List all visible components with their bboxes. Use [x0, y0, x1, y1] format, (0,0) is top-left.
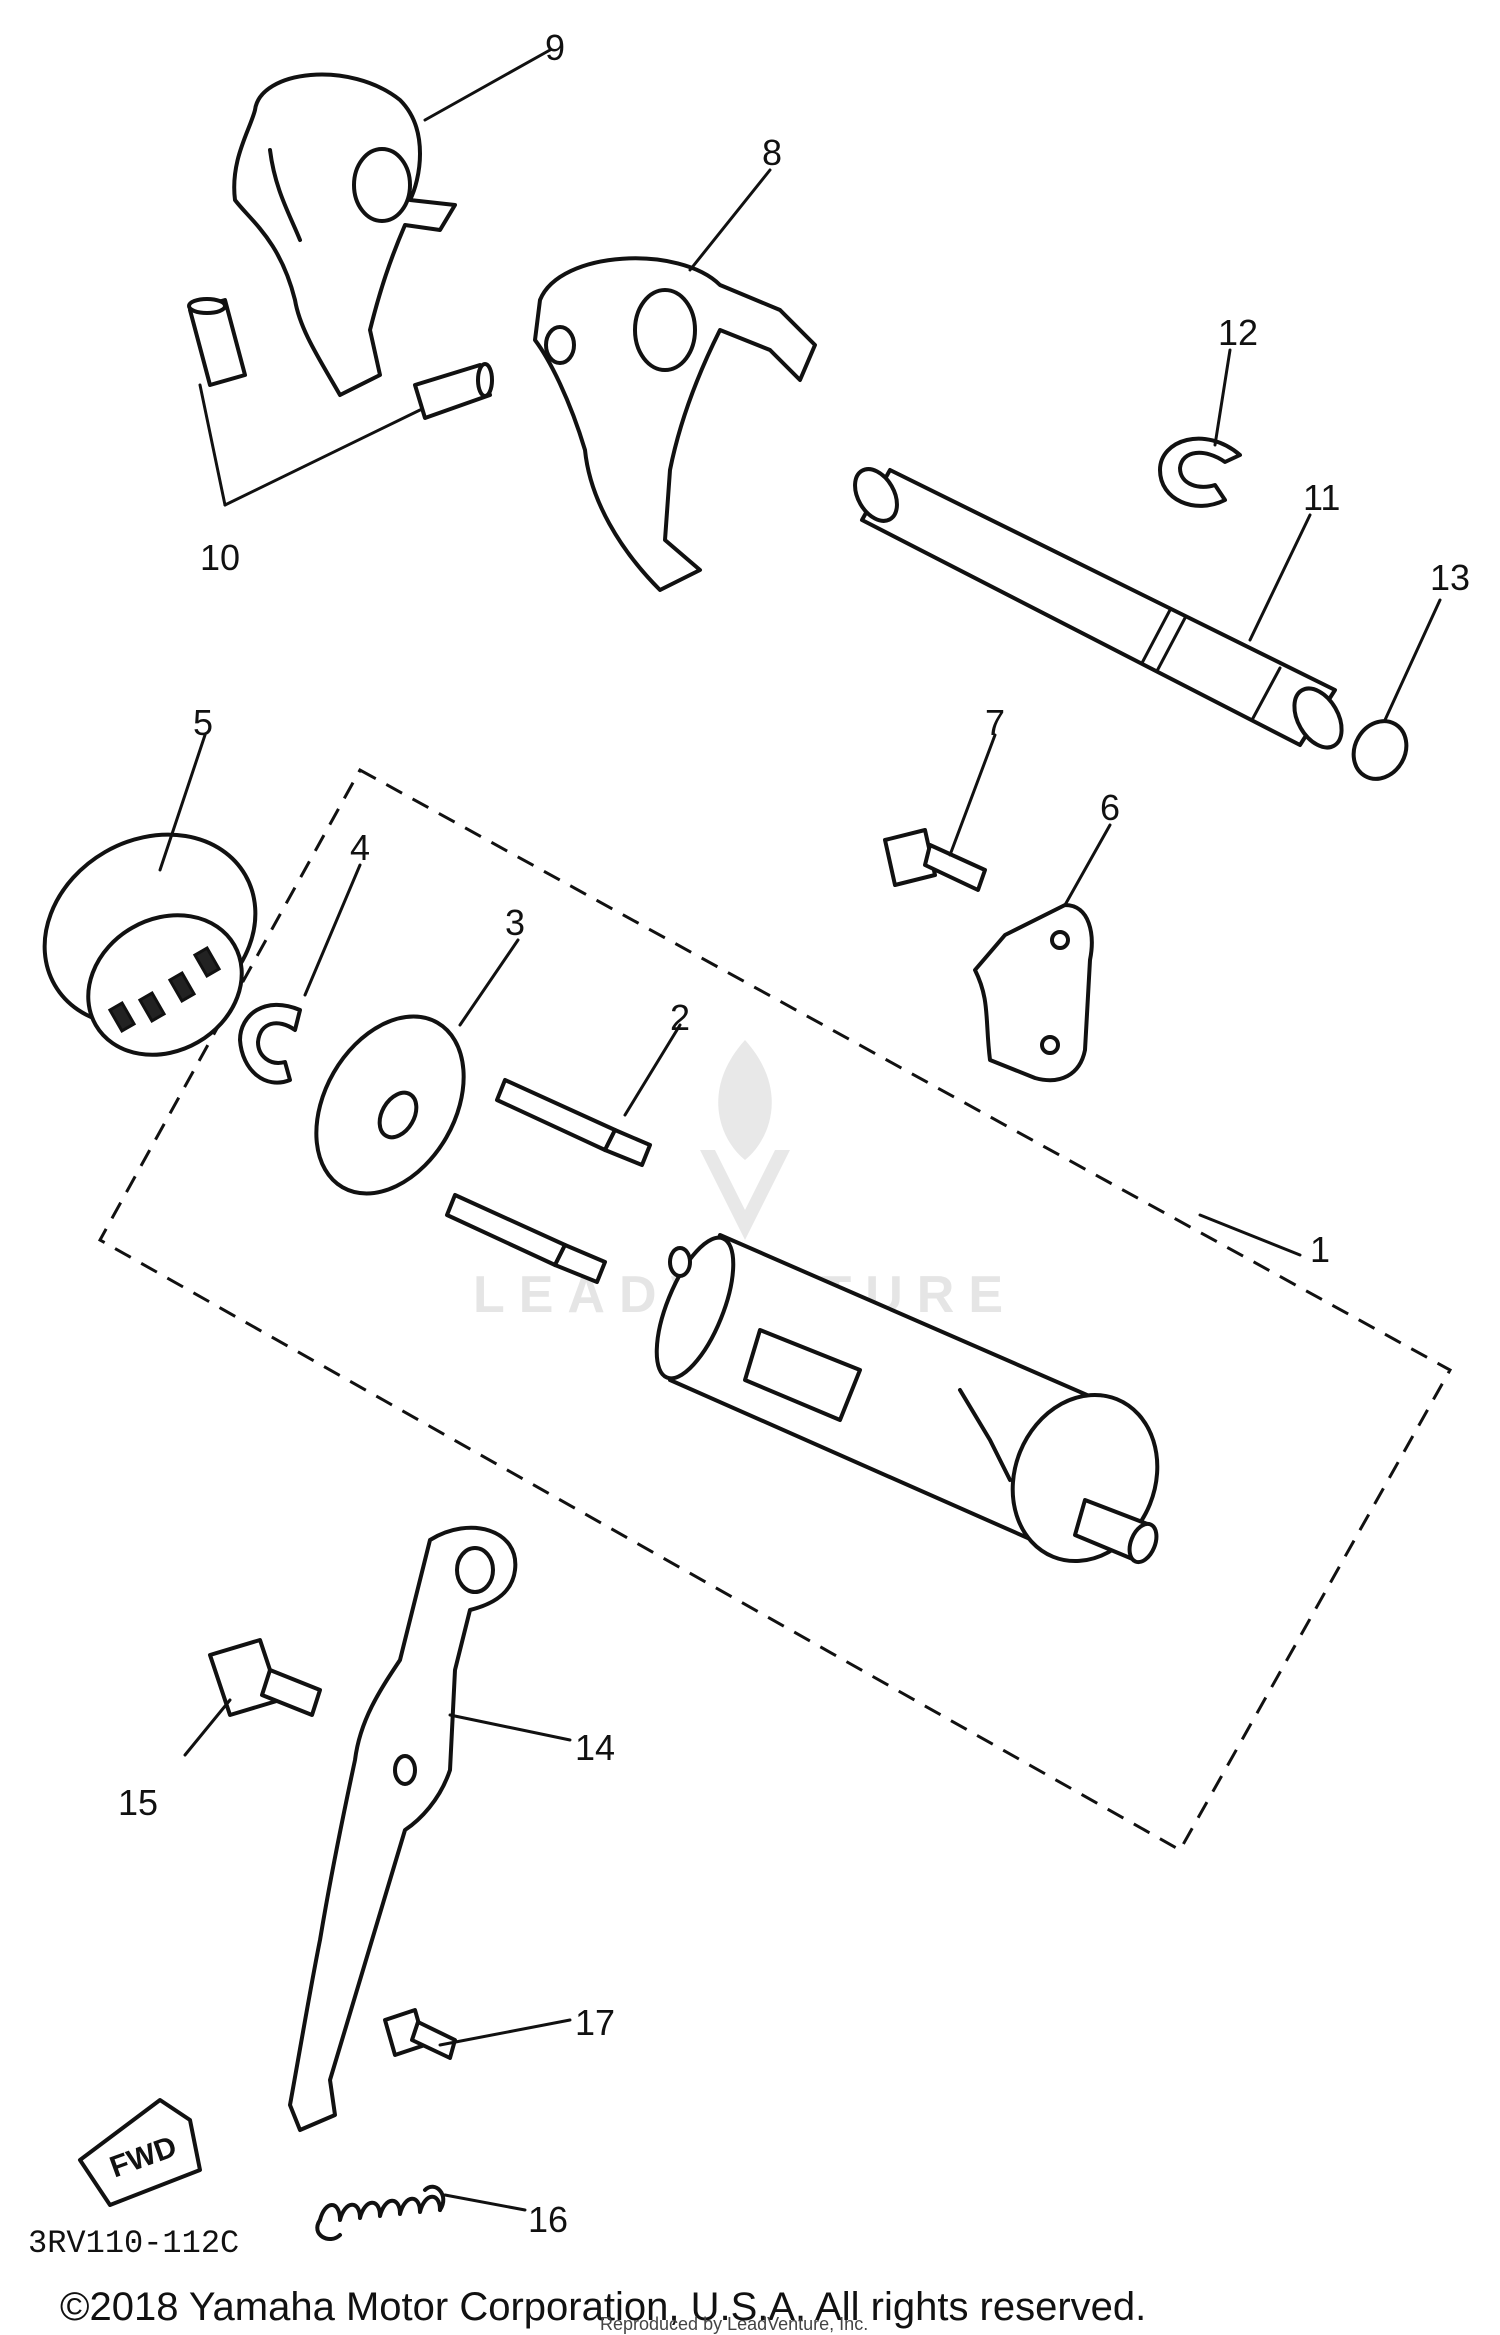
guide-pin-10a [187, 297, 247, 387]
circlip-12 [1158, 436, 1242, 508]
dowel-pin-2a [495, 1078, 652, 1167]
callout-9: 9 [545, 27, 565, 68]
shift-fork-8 [533, 256, 817, 592]
callout-4: 4 [350, 827, 370, 868]
bolt-15 [208, 1638, 322, 1717]
shift-drum-1 [654, 1233, 1160, 1565]
callout-3: 3 [505, 902, 525, 943]
callout-13: 13 [1430, 557, 1470, 598]
callout-15: 15 [118, 1782, 158, 1823]
bolt-17 [383, 2008, 457, 2060]
copyright-notice: ©2018 Yamaha Motor Corporation, U.S.A. A… [60, 2285, 1146, 2329]
callout-1: 1 [1310, 1229, 1330, 1270]
callout-16: 16 [528, 2199, 568, 2240]
callout-2: 2 [670, 997, 690, 1038]
bearing-5 [42, 832, 258, 1057]
spring-16 [315, 2184, 446, 2241]
callout-14: 14 [575, 1727, 615, 1768]
fork-shaft-11 [853, 467, 1344, 750]
dowel-pin-2b [445, 1193, 607, 1284]
overlay-note: Reproduced by LeadVenture, Inc. [600, 2314, 868, 2334]
bolt-7 [883, 828, 987, 892]
washer-3 [314, 1014, 466, 1196]
shift-lever-14 [288, 1525, 518, 2132]
callout-labels: 1 2 3 4 5 6 7 8 9 10 11 12 13 14 15 16 1… [118, 27, 1470, 2240]
leader-lines [158, 48, 1442, 2212]
callout-17: 17 [575, 2002, 615, 2043]
callout-6: 6 [1100, 787, 1120, 828]
o-ring-13 [1351, 719, 1409, 781]
assembly-boundary [97, 767, 1453, 1853]
circlip-4 [238, 1002, 302, 1085]
guide-pin-10b [413, 362, 494, 420]
shift-fork-9 [232, 72, 457, 397]
callout-10: 10 [200, 537, 240, 578]
callout-12: 12 [1218, 312, 1258, 353]
callout-5: 5 [193, 702, 213, 743]
callout-7: 7 [985, 702, 1005, 743]
callout-11: 11 [1303, 477, 1340, 518]
stopper-plate-6 [973, 903, 1094, 1083]
fwd-arrow-icon: FWD [78, 2098, 202, 2207]
callout-8: 8 [762, 132, 782, 173]
drawing-code: 3RV110-112C [28, 2225, 239, 2262]
